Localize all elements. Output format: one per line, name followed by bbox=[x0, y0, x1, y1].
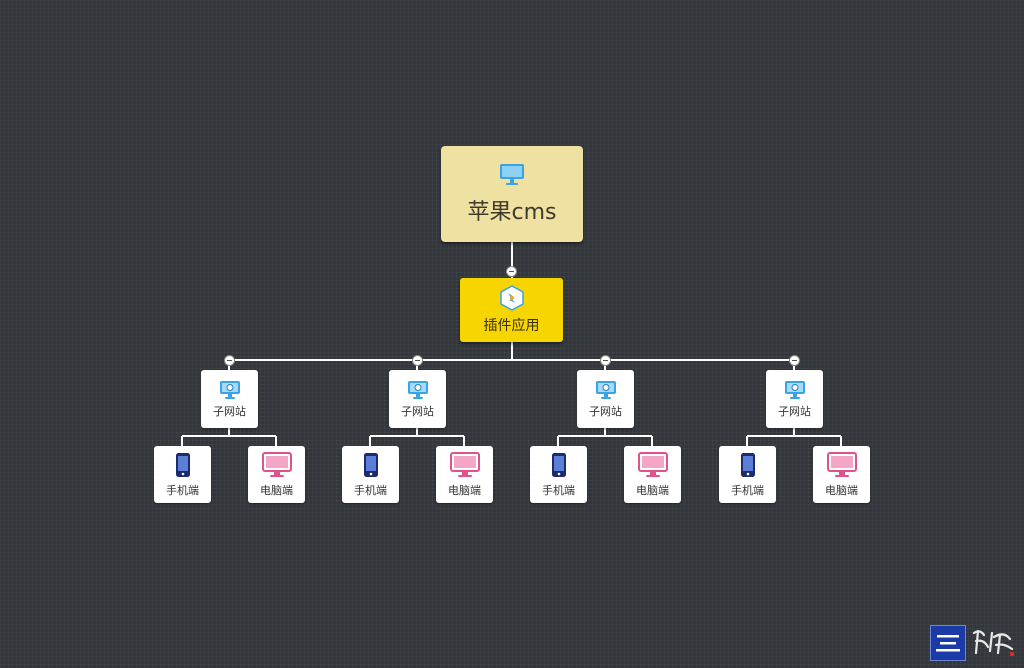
site-label: 子网站 bbox=[213, 404, 246, 418]
desktop-label: 电脑端 bbox=[260, 483, 293, 497]
desktop-node[interactable]: 电脑端 bbox=[436, 446, 493, 503]
site-node[interactable]: 子网站 bbox=[766, 370, 823, 428]
site-collapse-toggle[interactable] bbox=[412, 355, 423, 366]
desktop-node[interactable]: 电脑端 bbox=[813, 446, 870, 503]
root-node[interactable]: 苹果cms bbox=[441, 146, 583, 242]
smartphone-icon bbox=[363, 452, 378, 477]
monitor-browser-icon bbox=[219, 380, 240, 399]
mobile-node[interactable]: 手机端 bbox=[530, 446, 587, 503]
smartphone-icon bbox=[175, 452, 190, 477]
mobile-node[interactable]: 手机端 bbox=[342, 446, 399, 503]
mobile-node[interactable]: 手机端 bbox=[719, 446, 776, 503]
monitor-browser-icon bbox=[595, 380, 616, 399]
desktop-computer-icon bbox=[637, 451, 668, 477]
monitor-browser-icon bbox=[784, 380, 805, 399]
desktop-label: 电脑端 bbox=[636, 483, 669, 497]
plugin-label: 插件应用 bbox=[483, 318, 540, 334]
mobile-label: 手机端 bbox=[354, 483, 387, 497]
desktop-node[interactable]: 电脑端 bbox=[248, 446, 305, 503]
smartphone-icon bbox=[551, 452, 566, 477]
plugin-node[interactable]: 插件应用 bbox=[460, 278, 563, 342]
site-label: 子网站 bbox=[589, 404, 622, 418]
monitor-icon bbox=[500, 164, 524, 185]
mobile-label: 手机端 bbox=[542, 483, 575, 497]
site-label: 子网站 bbox=[401, 404, 434, 418]
monitor-browser-icon bbox=[407, 380, 428, 399]
desktop-computer-icon bbox=[261, 451, 292, 477]
mobile-label: 手机端 bbox=[731, 483, 764, 497]
desktop-label: 电脑端 bbox=[448, 483, 481, 497]
mobile-node[interactable]: 手机端 bbox=[154, 446, 211, 503]
site-collapse-toggle[interactable] bbox=[224, 355, 235, 366]
site-node[interactable]: 子网站 bbox=[201, 370, 258, 428]
site-collapse-toggle[interactable] bbox=[600, 355, 611, 366]
root-collapse-toggle[interactable] bbox=[506, 266, 517, 277]
desktop-computer-icon bbox=[449, 451, 480, 477]
desktop-node[interactable]: 电脑端 bbox=[624, 446, 681, 503]
desktop-label: 电脑端 bbox=[825, 483, 858, 497]
brand-logo-icon bbox=[930, 625, 1018, 661]
mobile-label: 手机端 bbox=[166, 483, 199, 497]
desktop-computer-icon bbox=[826, 451, 857, 477]
site-label: 子网站 bbox=[778, 404, 811, 418]
root-label: 苹果cms bbox=[467, 200, 557, 225]
site-collapse-toggle[interactable] bbox=[789, 355, 800, 366]
site-node[interactable]: 子网站 bbox=[389, 370, 446, 428]
smartphone-icon bbox=[740, 452, 755, 477]
site-node[interactable]: 子网站 bbox=[577, 370, 634, 428]
plugin-hexagon-icon bbox=[499, 285, 524, 311]
